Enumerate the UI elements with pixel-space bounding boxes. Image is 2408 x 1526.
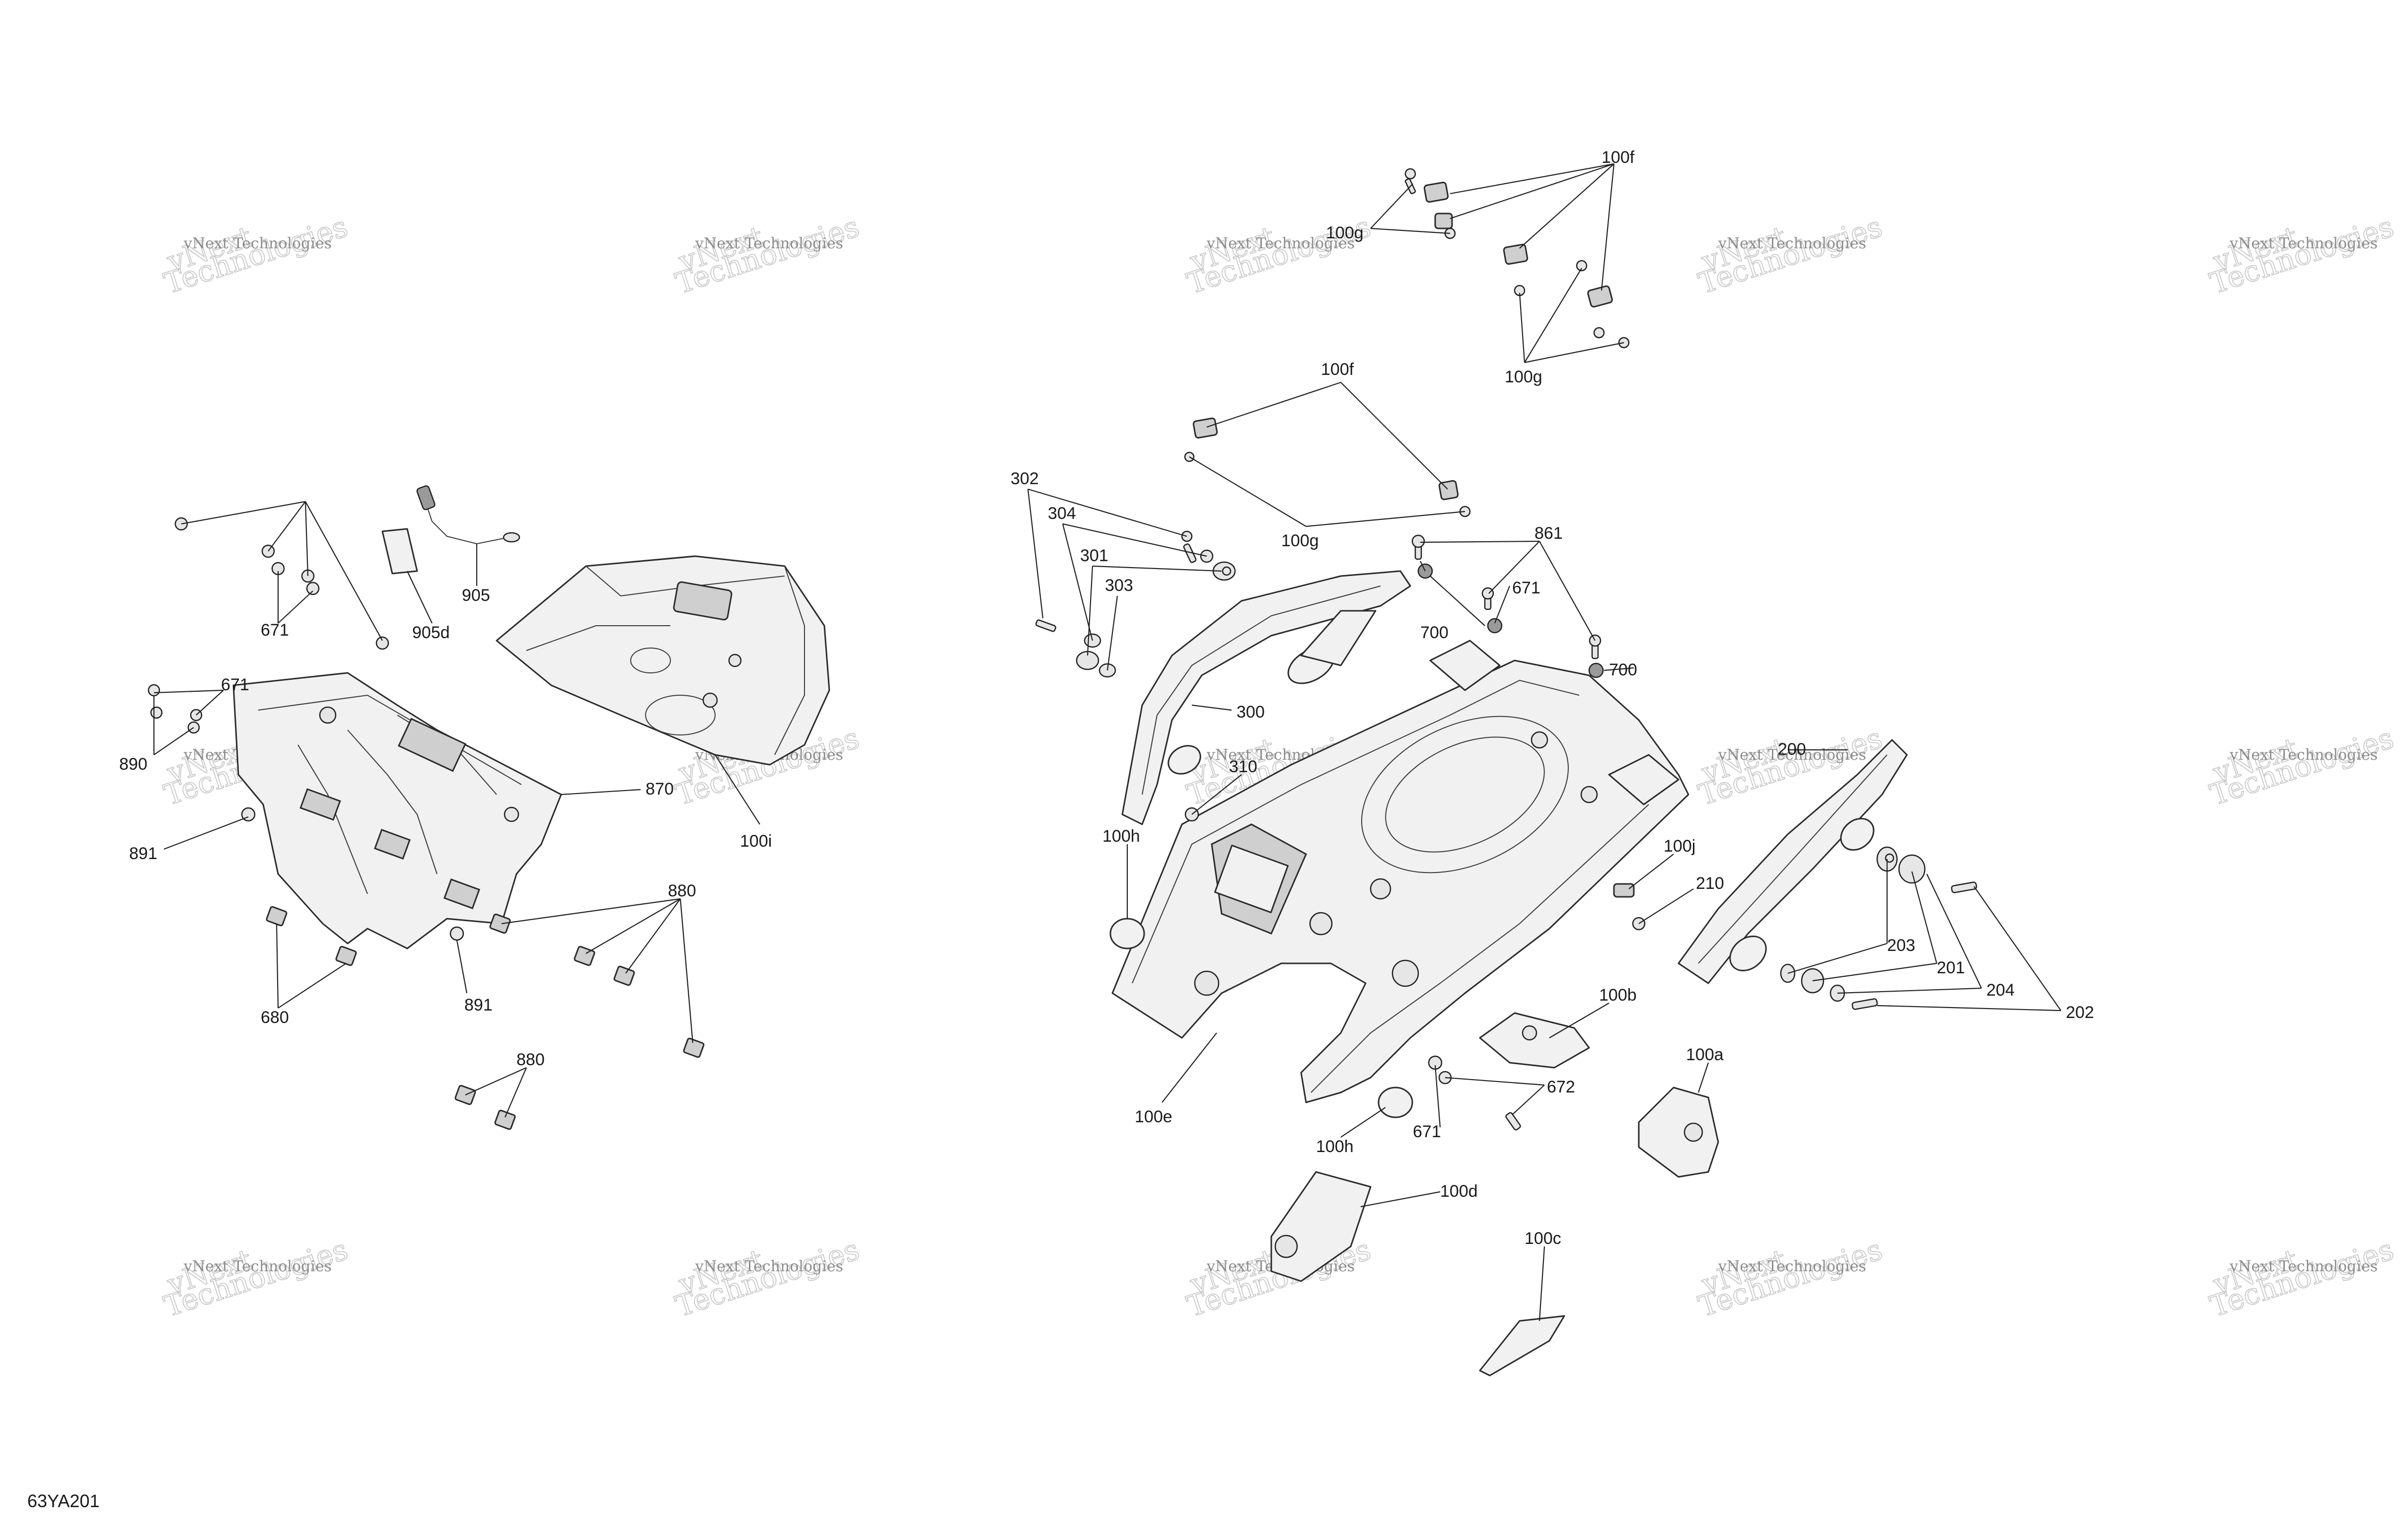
callout-671: 671 [221,675,249,694]
storage-tub-870 [232,672,562,949]
handle-200 [1678,739,1908,984]
callout-300: 300 [1237,703,1265,722]
cover-100b [1479,1012,1590,1069]
callout-302: 302 [1011,469,1039,488]
watermark-text: vNext Technologies [2229,235,2378,252]
watermark: vNext Technologies vNext Technologies [2205,209,2398,301]
callout-672: 672 [1547,1078,1575,1096]
watermark-text: vNext Technologies [1718,746,1866,764]
callout-100b: 100b [1599,986,1637,1005]
panel-100d [1270,1171,1372,1282]
callout-880: 880 [668,881,696,900]
callout-204: 204 [1986,981,2015,1000]
clips-880-680 [266,906,705,1130]
rear-body-100e [1111,640,1689,1103]
watermark-text: vNext Technologies [695,1258,843,1275]
leader-lines [153,163,2061,1321]
callout-700: 700 [1609,660,1637,679]
grab-handle-300 [1121,570,1411,825]
callout-304: 304 [1048,504,1076,523]
callout-203: 203 [1887,936,1915,955]
clips-100f-100g [1184,168,1630,517]
watermark: vNext Technologies vNext Technologies [1694,1232,1887,1324]
callout-671: 671 [261,621,289,640]
watermark: vNext Technologies vNext Technologies [671,1232,864,1324]
callout-880: 880 [516,1050,545,1069]
watermark-text: vNext Technologies [2229,746,2378,764]
callout-891: 891 [464,996,493,1015]
callout-100d: 100d [1440,1182,1478,1201]
callout-301: 301 [1080,546,1108,565]
callout-310: 310 [1229,757,1257,776]
callout-100g: 100g [1281,531,1319,550]
callout-200: 200 [1778,740,1806,759]
callout-100e: 100e [1135,1107,1172,1126]
watermark: vNext Technologies vNext Technologies [1694,209,1887,301]
callout-100a: 100a [1686,1045,1724,1064]
callout-870: 870 [646,780,674,799]
callout-891: 891 [129,844,157,863]
callout-100h: 100h [1316,1137,1354,1156]
watermark-text: vNext Technologies [183,235,332,252]
callout-905: 905 [462,586,490,605]
callout-labels: 100f 100g 100g 100f 100g 302 304 301 303… [119,148,2094,1248]
callout-100g: 100g [1326,223,1364,242]
callout-671: 671 [1512,579,1540,597]
callout-905d: 905d [412,623,450,642]
watermark-text: vNext Technologies [1206,235,1355,252]
callout-671: 671 [1413,1122,1441,1141]
watermark-text: vNext Technologies [1718,235,1866,252]
watermark-text: vNext Technologies [1718,1258,1866,1275]
callout-890: 890 [119,755,147,774]
panel-100c [1479,1315,1565,1377]
watermark: vNext Technologies vNext Technologies [159,1232,352,1324]
callout-100h: 100h [1102,827,1140,846]
key-905 [416,485,520,545]
callout-100g: 100g [1505,367,1542,386]
callout-100c: 100c [1525,1229,1561,1248]
callout-201: 201 [1937,958,1965,977]
cover-100a [1638,1087,1719,1178]
callout-680: 680 [261,1008,289,1027]
callout-202: 202 [2066,1003,2094,1022]
callout-100i: 100i [740,832,772,851]
watermark: vNext Technologies vNext Technologies [159,209,352,301]
callout-100j: 100j [1664,837,1695,856]
callout-210: 210 [1696,874,1724,893]
callout-700: 700 [1420,623,1449,642]
tag-905d [381,528,418,575]
watermark-text: vNext Technologies [2229,1258,2378,1275]
watermark: vNext Technologies vNext Technologies [2205,1232,2398,1324]
callout-100f: 100f [1602,148,1635,167]
callout-303: 303 [1105,576,1133,595]
watermark-text: vNext Technologies [183,1258,332,1275]
trunk-100i [496,555,830,766]
watermark: vNext Technologies vNext Technologies [671,209,864,301]
figure-id-label: 63YA201 [27,1491,99,1511]
watermark-text: vNext Technologies [695,235,843,252]
callout-100f: 100f [1321,360,1354,379]
callout-861: 861 [1534,524,1563,543]
watermark: vNext Technologies vNext Technologies [2205,721,2398,812]
